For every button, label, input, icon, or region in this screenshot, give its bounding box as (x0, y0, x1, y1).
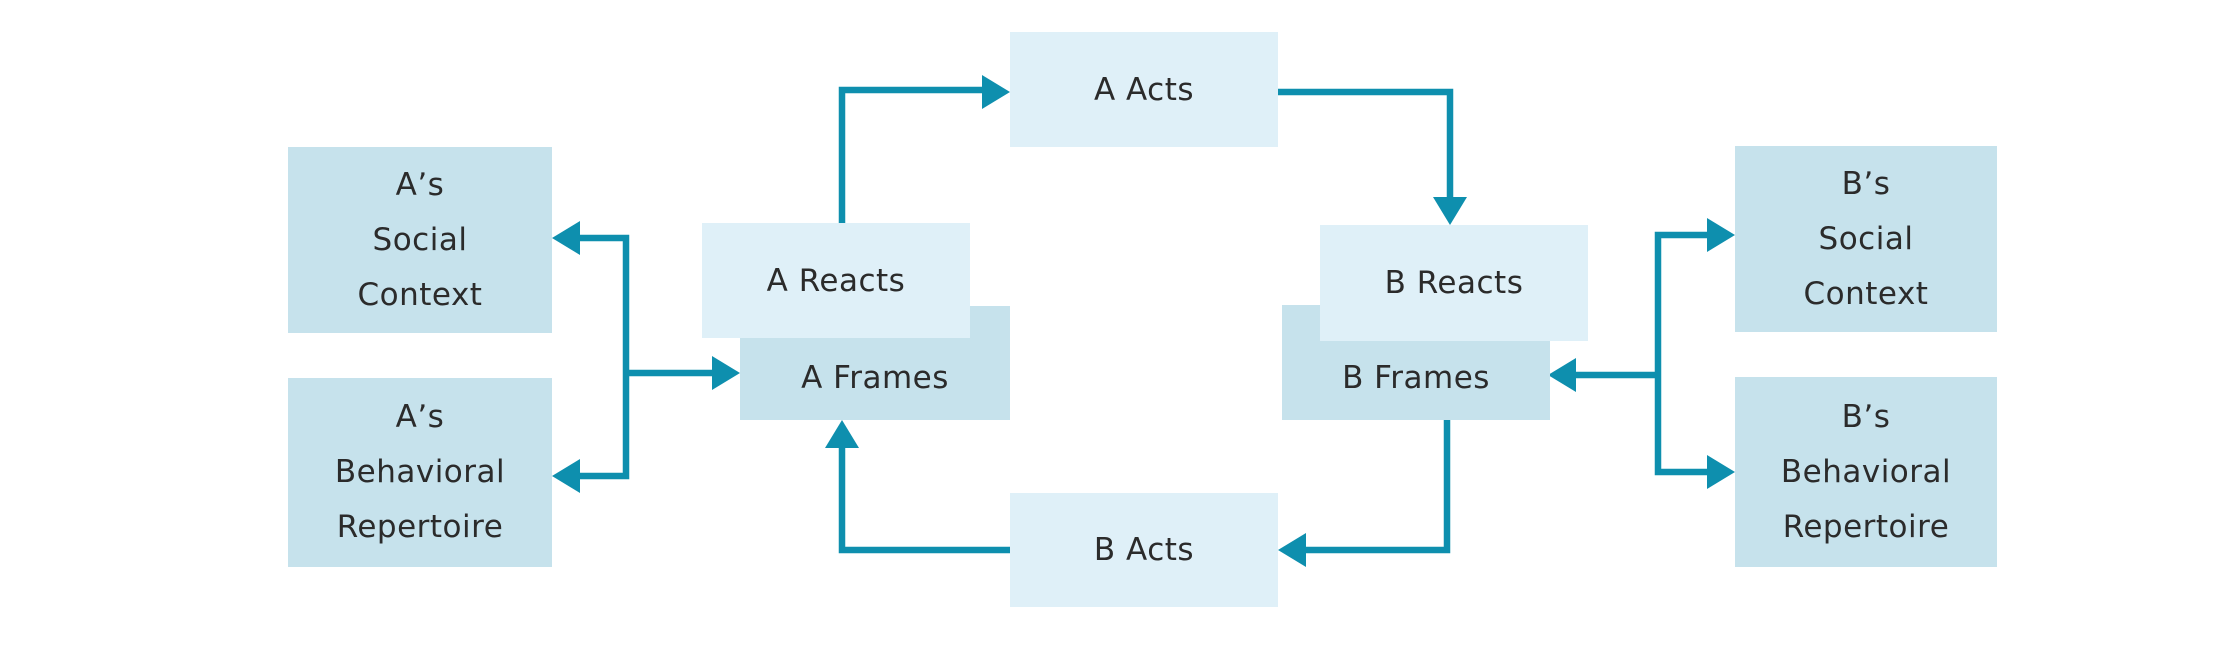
edge-a-reacts-to-a-acts (838, 86, 984, 223)
arrowhead-into-a-frames-left (712, 356, 740, 390)
arrowhead-into-b-reacts (1433, 197, 1467, 225)
node-b-social-context: B’s Social Context (1735, 146, 1997, 332)
node-a-reacts-label: A Reacts (766, 262, 906, 299)
node-a-frames-label: A Frames (801, 360, 949, 396)
arrowhead-into-a-frames-bottom (825, 420, 859, 448)
edge-b-bracket (1574, 231, 1709, 476)
node-a-acts: A Acts (1010, 32, 1278, 147)
arrowhead-into-a-social-context (552, 221, 580, 255)
node-a-behavioral-repertoire-label: A’s Behavioral Repertoire (334, 399, 506, 545)
node-b-social-context-label: B’s Social Context (1803, 165, 1929, 312)
arrowhead-into-b-acts (1278, 533, 1306, 567)
arrowhead-into-a-acts (982, 75, 1010, 109)
node-b-acts-label: B Acts (1093, 532, 1195, 568)
edge-a-bracket (578, 234, 714, 480)
node-b-reacts-label: B Reacts (1384, 265, 1524, 301)
arrowhead-into-b-social-context (1707, 218, 1735, 252)
node-a-acts-label: A Acts (1093, 71, 1195, 108)
node-a-behavioral-repertoire: A’s Behavioral Repertoire (288, 378, 552, 567)
node-a-social-context-label: A’s Social Context (357, 166, 483, 313)
node-a-social-context: A’s Social Context (288, 147, 552, 333)
edge-b-frames-to-b-acts (1304, 420, 1451, 554)
edge-b-acts-to-a-frames (838, 446, 1010, 554)
node-a-reacts: A Reacts (702, 223, 970, 338)
node-b-acts: B Acts (1010, 493, 1278, 607)
arrowhead-into-b-frames-right (1548, 358, 1576, 392)
node-b-behavioral-repertoire-label: B’s Behavioral Repertoire (1780, 398, 1952, 545)
node-b-reacts: B Reacts (1320, 225, 1588, 341)
edge-a-acts-to-b-reacts (1278, 88, 1454, 198)
arrowhead-into-b-behavioral-repertoire (1707, 455, 1735, 489)
arrowhead-into-a-behavioral-repertoire (552, 459, 580, 493)
node-b-behavioral-repertoire: B’s Behavioral Repertoire (1735, 377, 1997, 567)
node-b-frames-label: B Frames (1342, 360, 1490, 396)
